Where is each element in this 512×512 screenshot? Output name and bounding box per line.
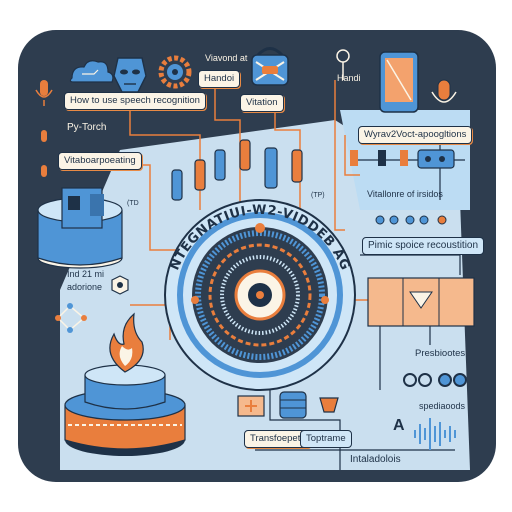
gear-icon: [158, 55, 192, 89]
component-tubes: [171, 139, 303, 201]
label-handoi: Handoi: [198, 70, 241, 88]
label-adorione: adorione: [67, 282, 103, 292]
label-letter-a: A: [393, 417, 405, 434]
wrench-icon: [319, 397, 339, 413]
label-speech-howto: How to use speech recognition: [64, 92, 206, 110]
database-icon: [279, 391, 307, 419]
lock-dial-icon: [251, 47, 289, 86]
microphone-icon-small: [41, 130, 47, 177]
switch-row: [350, 149, 455, 169]
microphone-icon: [35, 80, 53, 106]
knobs-icon: [403, 373, 467, 387]
label-intaladolois: Intaladolois: [350, 454, 401, 465]
cloud-icon: [69, 60, 114, 83]
network-node-icon: [55, 303, 87, 333]
label-tp-left: (TD: [127, 200, 139, 207]
robot-face-icon: [113, 57, 147, 93]
label-handoi-top: Viavond at: [205, 53, 248, 63]
label-preprocessing: Vitaboarpoeating: [58, 152, 142, 170]
toggle-icon: [336, 49, 350, 80]
dots-row: [375, 215, 447, 225]
waveform-icon: [414, 418, 456, 450]
label-vitation: Vitation: [240, 94, 284, 112]
label-tp-right: (TP): [311, 192, 325, 199]
label-toptrame: Toptrame: [300, 430, 352, 448]
flame-icon: [109, 312, 144, 373]
label-ind: Ind 21 mi: [67, 269, 105, 279]
servers-icon: [37, 187, 123, 269]
label-vitalone: Vitallonre of irsidos: [367, 189, 443, 199]
home-icon: [237, 395, 265, 417]
phone-icon: [379, 51, 419, 113]
hex-nut-icon: [111, 275, 129, 295]
data-grid-panel: [367, 277, 475, 327]
microphone-icon: [431, 79, 457, 103]
central-ring: [164, 199, 356, 391]
label-pytorch: Py-Torch: [67, 122, 107, 133]
label-presbiootes: Presbiootes: [415, 348, 466, 359]
label-spediaoods: spediaoods: [419, 401, 466, 411]
label-wav2vec: Wyrav2Voct-apoogltions: [358, 126, 473, 144]
label-pimic: Pimic spoice recoustition: [362, 237, 485, 255]
label-handi: Handi: [337, 73, 361, 83]
stacked-base: [64, 364, 186, 456]
